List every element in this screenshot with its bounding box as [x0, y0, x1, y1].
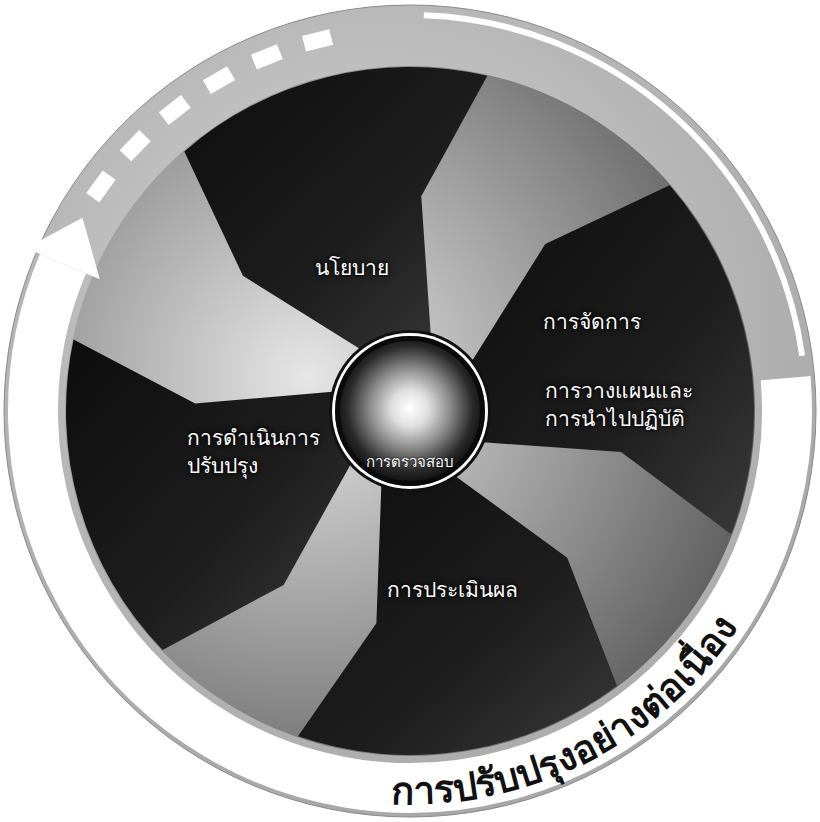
cycle-arrow-band: [33, 264, 787, 788]
dash-mark: [251, 44, 283, 69]
pinwheel-blade: [184, 67, 487, 349]
sector-box: การดำเนินการ ปรับปรุง: [181, 420, 363, 485]
sector-box: การวางแผนและ การนำไปปฏิบัติ: [539, 373, 741, 438]
sector-label: การดำเนินการ ปรับปรุง: [187, 424, 357, 481]
outer-disc: [4, 5, 816, 817]
dash-mark: [120, 130, 151, 161]
dash-mark: [86, 170, 115, 202]
inner-disc: [65, 66, 755, 756]
dash-mark: [159, 95, 191, 125]
sector-label: การประเมินผล: [387, 576, 518, 604]
center-circle: การตรวจสอบ: [335, 336, 485, 486]
dash-mark: [302, 29, 333, 51]
sector-label: นโยบาย: [315, 254, 389, 282]
ring-label: การปรับปรุงอย่างต่อเนื่อง: [390, 606, 746, 813]
sector-label: การวางแผนและ การนำไปปฏิบัติ: [545, 377, 735, 434]
pinwheel-blade: [472, 185, 754, 534]
sector-label: การจัดการ: [543, 308, 641, 336]
dash-mark: [203, 66, 235, 94]
pinwheel-blade: [298, 477, 617, 755]
arrow-head: [26, 218, 100, 280]
sector-box: การจัดการ: [537, 304, 647, 340]
thin-arc: [424, 15, 802, 356]
center-label: การตรวจสอบ: [340, 453, 480, 471]
sector-box: การประเมินผล: [381, 572, 524, 608]
sector-box: นโยบาย: [309, 250, 395, 286]
